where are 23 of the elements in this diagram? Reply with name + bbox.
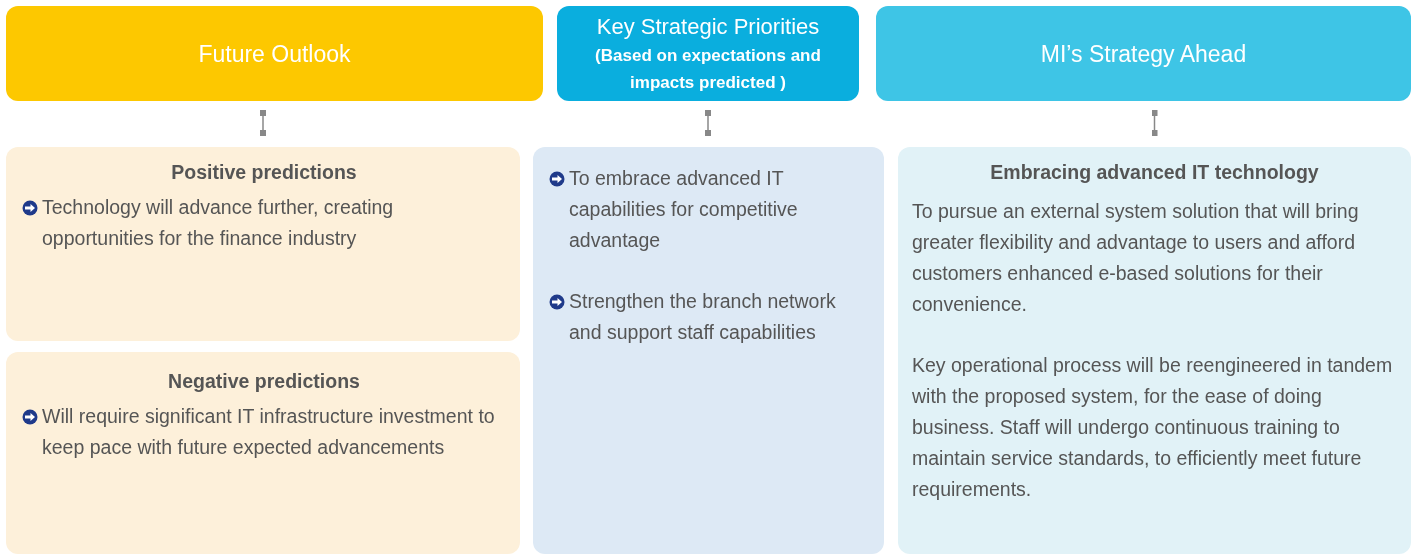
header-banner: [6, 6, 543, 101]
connector-line: [1151, 110, 1158, 136]
paragraph: Key operational process will be reengineered in tandem with the proposed system, for the ease of doing business. Staff will undergo continuous training to maintain service standards, to efficiently meet future requirements.: [912, 353, 1394, 502]
connector-line: [260, 110, 266, 136]
header-banner: [557, 6, 859, 101]
bullet-text: Will require significant IT infrastructure investment to keep pace with future expected advancements: [42, 404, 496, 460]
bullet-text: Strengthen the branch network and support staff capabilities: [569, 289, 837, 345]
content-panel: [533, 147, 884, 554]
header-title: Key Strategic Priorities: [596, 12, 820, 41]
header-title: MI’s Strategy Ahead: [1040, 39, 1247, 69]
content-panel: [6, 352, 520, 554]
connector-line: [705, 110, 711, 136]
bullet-text: Technology will advance further, creating opportunities for the finance industry: [42, 195, 395, 251]
content-panel: [898, 147, 1411, 554]
header-subtitle: (Based on expectations and impacts predicted ): [594, 44, 822, 94]
paragraph: To pursue an external system solution that will bring greater flexibility and advantage to users and afford customers enhanced e-based solutions for their convenience.: [912, 199, 1360, 317]
content-panel: [6, 147, 520, 341]
panel-heading: Negative predictions: [167, 370, 361, 393]
header-banner: [876, 6, 1411, 101]
header-title: Future Outlook: [198, 39, 351, 69]
bullet-text: To embrace advanced IT capabilities for competitive advantage: [569, 166, 799, 253]
panel-heading: Positive predictions: [170, 161, 358, 184]
panel-heading: Embracing advanced IT technology: [989, 161, 1320, 184]
